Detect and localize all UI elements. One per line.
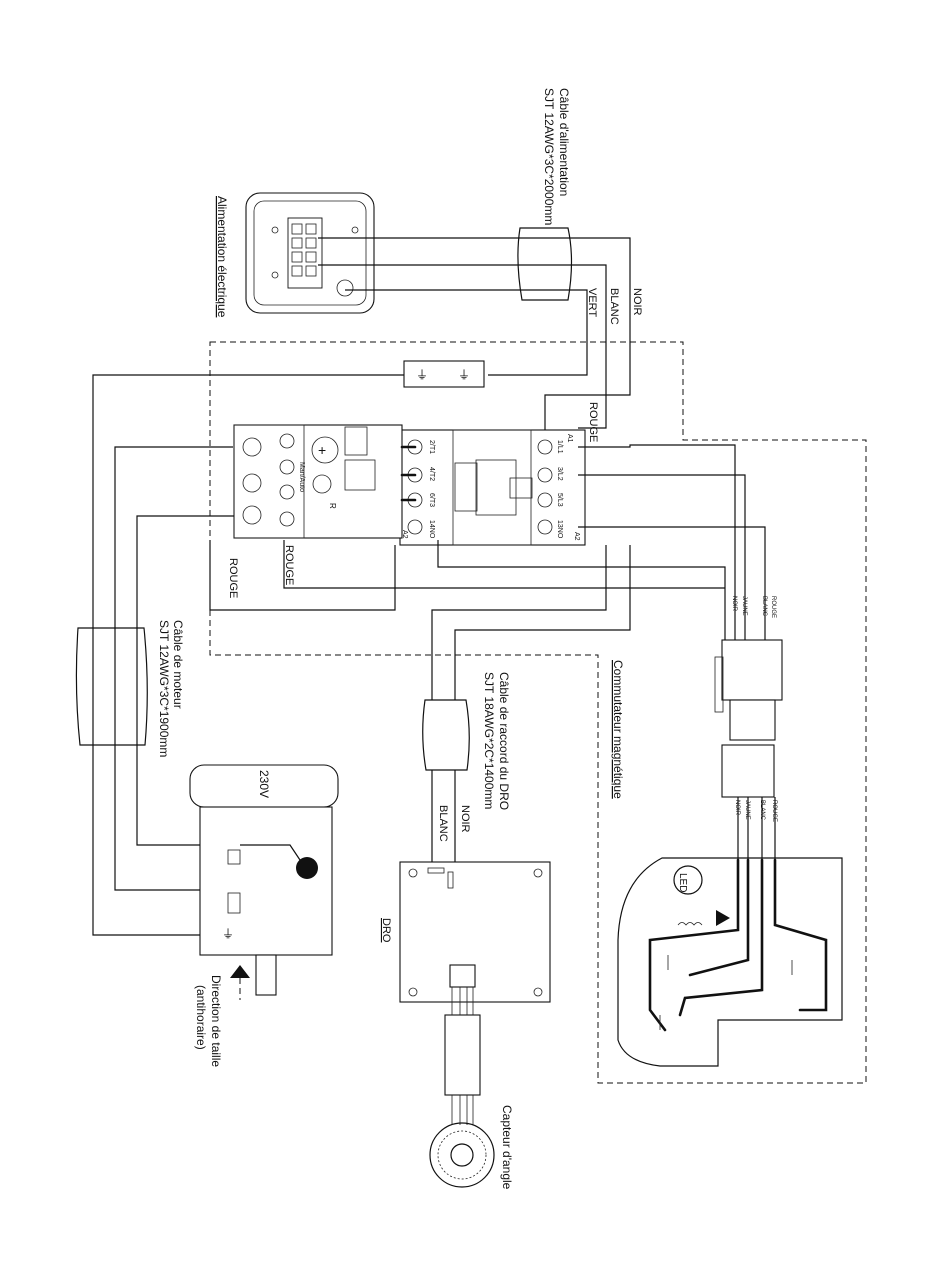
svg-text:BLANC: BLANC — [759, 800, 765, 821]
svg-text:1/L1: 1/L1 — [556, 440, 563, 454]
plug-wire-labels-top: ROUGE BLANC JAUNE NOIR — [731, 596, 776, 618]
svg-text:⏚: ⏚ — [416, 368, 428, 382]
dro-cable-name: Câble de raccord du DRO — [497, 672, 511, 810]
dro-cable — [422, 699, 470, 885]
machine-enclosure-border — [209, 341, 867, 1084]
motor-cable-name: Câble de moteur — [171, 620, 185, 709]
switch-housing — [617, 857, 843, 1067]
svg-text:+: + — [318, 442, 326, 458]
wire-label-noir: NOIR — [631, 288, 643, 316]
overload-relay: + Man/Auto R — [233, 424, 403, 539]
wire-label-blanc: BLANC — [608, 288, 620, 325]
svg-text:NOIR: NOIR — [734, 800, 740, 816]
contactor: 2/T1 4/T2 6/T3 14NO A2 A1 1/L1 3/L2 5/L3… — [399, 429, 586, 546]
angle-sensor — [429, 987, 495, 1188]
svg-text:4/T2: 4/T2 — [428, 467, 435, 481]
svg-text:⏚: ⏚ — [458, 368, 470, 382]
wire-label-rouge-relay-b: ROUGE — [227, 558, 239, 598]
svg-text:BLANC: BLANC — [761, 596, 767, 617]
dro-wire-noir: NOIR — [459, 805, 471, 833]
svg-text:13NO: 13NO — [556, 520, 563, 539]
svg-text:6/T3: 6/T3 — [428, 493, 435, 507]
svg-text:ROUGE: ROUGE — [771, 800, 777, 822]
cut-direction-arrow — [230, 965, 250, 978]
angle-sensor-label: Capteur d'angle — [500, 1105, 514, 1190]
led-label: LED — [677, 873, 688, 892]
wire-label-rouge-relay-a: ROUGE — [283, 545, 295, 585]
svg-text:⏚: ⏚ — [222, 927, 234, 941]
power-cable — [318, 227, 631, 440]
cut-direction-label: Direction de taille — [209, 975, 223, 1067]
svg-text:A2: A2 — [573, 532, 580, 541]
wire-label-rouge-contactor: ROUGE — [587, 402, 599, 442]
power-supply-box — [245, 192, 375, 314]
dro-label: DRO — [380, 918, 392, 943]
dro-board — [399, 861, 551, 1003]
dro-wire-blanc: BLANC — [437, 805, 449, 842]
magnetic-switch-label: Commutateur magnétique — [611, 660, 625, 799]
dro-cable-spec: SJT 18AWG*2C*1400mm — [482, 672, 496, 809]
svg-text:ROUGE: ROUGE — [770, 596, 776, 618]
ground-terminal-block: ⏚ ⏚ — [403, 360, 485, 388]
power-supply-label: Alimentation électrique — [215, 196, 229, 318]
plug-wire-labels-bottom: ROUGE BLANC JAUNE NOIR — [734, 800, 777, 822]
motor-voltage: 230V — [257, 770, 271, 798]
motor-cable — [75, 627, 148, 746]
cut-direction-sub: (antihoraire) — [194, 985, 208, 1050]
svg-text:3/L2: 3/L2 — [556, 467, 563, 481]
power-cable-spec: SJT 12AWG*3C*2000mm — [542, 88, 556, 225]
plug-connector — [714, 590, 783, 860]
wire-label-vert: VERT — [586, 288, 598, 317]
svg-text:A2: A2 — [401, 530, 408, 539]
svg-text:NOIR: NOIR — [731, 596, 737, 612]
motor-cable-spec: SJT 12AWG*3C*1900mm — [157, 620, 171, 757]
svg-text:A1: A1 — [566, 434, 573, 443]
svg-text:R: R — [328, 503, 337, 509]
svg-text:2/T1: 2/T1 — [428, 440, 435, 454]
svg-text:5/L3: 5/L3 — [556, 493, 563, 507]
svg-text:JAUNE: JAUNE — [744, 800, 750, 820]
motor: ⏚ — [189, 764, 339, 996]
power-cable-name: Câble d'alimentation — [557, 88, 571, 196]
relay-contactor-links — [400, 445, 417, 502]
svg-text:JAUNE: JAUNE — [741, 596, 747, 616]
control-wiring — [114, 444, 766, 891]
svg-text:14NO: 14NO — [428, 520, 435, 539]
svg-text:Man/Auto: Man/Auto — [298, 462, 305, 492]
